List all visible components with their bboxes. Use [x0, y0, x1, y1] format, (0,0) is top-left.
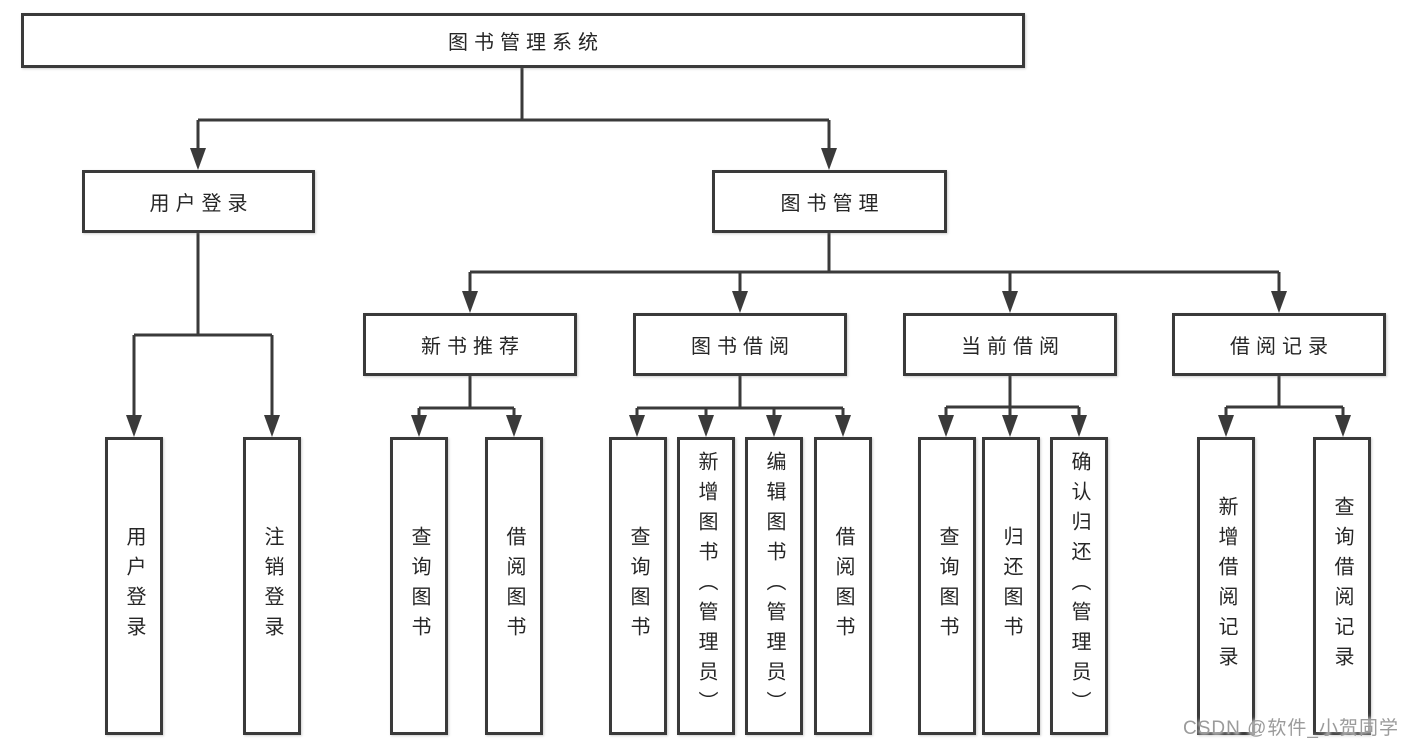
leaf-return-books: 归还图书: [982, 437, 1040, 735]
leaf-user-login: 用户登录: [105, 437, 163, 735]
leaf-query-books-borrow: 查询图书: [609, 437, 667, 735]
leaf-borrow-books-recommend: 借阅图书: [485, 437, 543, 735]
leaf-confirm-return-admin: 确认归还（管理员）: [1050, 437, 1108, 735]
csdn-watermark: CSDN @软件_小贺同学: [1183, 718, 1399, 739]
leaf-query-books-recommend: 查询图书: [390, 437, 448, 735]
node-current-borrowing: 当前借阅: [903, 313, 1117, 376]
node-new-book-recommendation: 新书推荐: [363, 313, 577, 376]
leaf-query-borrow-record: 查询借阅记录: [1313, 437, 1371, 735]
node-library-management-system: 图书管理系统: [21, 13, 1025, 68]
leaf-query-books-current: 查询图书: [918, 437, 976, 735]
leaf-borrow-books: 借阅图书: [814, 437, 872, 735]
node-borrowing-records: 借阅记录: [1172, 313, 1386, 376]
node-book-management: 图书管理: [712, 170, 947, 233]
leaf-add-books-admin: 新增图书（管理员）: [677, 437, 735, 735]
leaf-edit-books-admin: 编辑图书（管理员）: [745, 437, 803, 735]
node-book-borrowing: 图书借阅: [633, 313, 847, 376]
node-user-login: 用户登录: [82, 170, 315, 233]
leaf-add-borrow-record: 新增借阅记录: [1197, 437, 1255, 735]
leaf-logout: 注销登录: [243, 437, 301, 735]
